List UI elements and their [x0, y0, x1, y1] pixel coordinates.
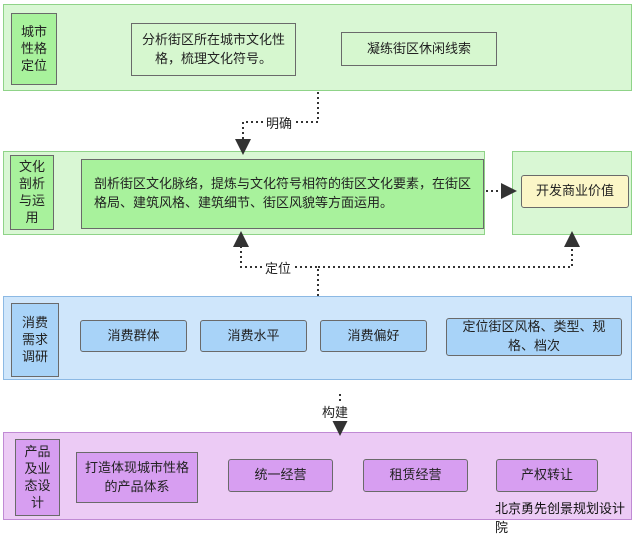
product-label: 产品及业态设计	[15, 439, 60, 516]
positioning-item-leisure-clue[interactable]: 凝练街区休闲线索	[341, 32, 497, 66]
unified-operation-box[interactable]: 统一经营	[228, 459, 333, 492]
connector-label-locate: 定位	[263, 258, 294, 277]
consumption-preference-box[interactable]: 消费偏好	[320, 320, 427, 352]
connector-label-build: 构建	[320, 402, 351, 421]
watermark-text: 北京勇先创景规划设计院	[495, 502, 626, 536]
analysis-main-box[interactable]: 剖析街区文化脉络，提炼与文化符号相符的街区文化要素，在街区格局、建筑风格、建筑细…	[81, 159, 484, 229]
connector-clarify	[235, 92, 319, 155]
commercial-value-box[interactable]: 开发商业价值	[521, 175, 629, 208]
connector-locate	[233, 231, 319, 296]
lease-operation-box[interactable]: 租赁经营	[363, 459, 468, 492]
product-system-box[interactable]: 打造体现城市性格的产品体系	[76, 452, 198, 503]
connector-locate-right	[318, 231, 580, 268]
positioning-label: 城市性格定位	[11, 13, 57, 85]
analysis-label: 文化剖析与运用	[10, 155, 54, 230]
positioning-band	[3, 4, 632, 91]
positioning-item-analyze-culture[interactable]: 分析街区所在城市文化性格，梳理文化符号。	[131, 23, 296, 76]
consumption-label: 消费需求调研	[11, 303, 59, 377]
street-style-box[interactable]: 定位街区风格、类型、规格、档次	[446, 318, 622, 356]
property-transfer-box[interactable]: 产权转让	[496, 459, 598, 492]
consumption-level-box[interactable]: 消费水平	[200, 320, 307, 352]
consumption-group-box[interactable]: 消费群体	[80, 320, 187, 352]
connector-label-clarify: 明确	[264, 113, 295, 132]
